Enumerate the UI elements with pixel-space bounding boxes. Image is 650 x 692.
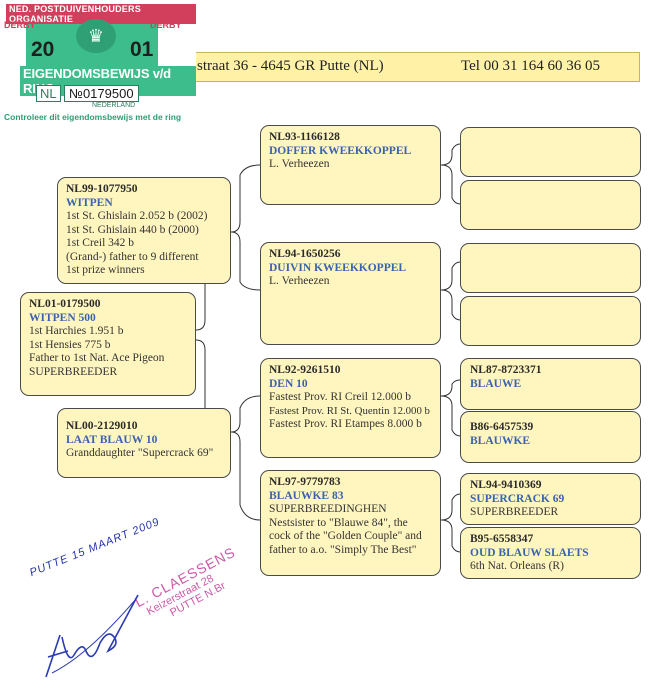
pigeon-name: WITPEN 500 — [29, 311, 96, 324]
pigeon-info: SUPERBREEDER — [470, 506, 559, 518]
pigeon-card-sire: NL99-1077950 WITPEN 1st St. Ghislain 2.0… — [57, 177, 231, 284]
pigeon-card-empty — [460, 180, 641, 230]
ring-number: NL94-9410369 — [470, 479, 542, 491]
pigeon-card-g8: B95-6558347 OUD BLAUW SLAETS 6th Nat. Or… — [460, 527, 641, 579]
pigeon-name: DOFFER KWEEKKOPPEL — [269, 144, 412, 157]
address-bar: straat 36 - 4645 GR Putte (NL) Tel 00 31… — [186, 52, 640, 82]
pigeon-info: 1st Hensies 775 b — [29, 338, 111, 351]
pigeon-card-g6: B86-6457539 BLAUWKE — [460, 411, 641, 463]
ring-certificate: NED. POSTDUIVENHOUDERS ORGANISATIE DERBY… — [0, 0, 196, 124]
certificate-year-right: 01 — [130, 38, 154, 61]
ring-number: NL00-2129010 — [66, 420, 138, 432]
pigeon-card-dam-sire: NL92-9261510 DEN 10 Fastest Prov. RI Cre… — [260, 358, 441, 458]
pigeon-info: Fastest Prov. RI St. Quentin 12.000 b — [269, 404, 430, 417]
certificate-country-code: NL — [36, 85, 61, 102]
certificate-year-left: 20 — [31, 38, 55, 61]
ring-number: B86-6457539 — [470, 421, 534, 433]
pigeon-card-subject: NL01-0179500 WITPEN 500 1st Harchies 1.9… — [20, 292, 196, 396]
pigeon-info: 1st St. Ghislain 2.052 b (2002) — [66, 210, 208, 222]
pigeon-name: BLAUWKE — [470, 434, 531, 447]
pigeon-name: BLAUWE — [470, 377, 522, 390]
certificate-derby-right: DERBY — [150, 20, 182, 30]
pigeon-card-empty — [460, 243, 641, 293]
pigeon-info: Fastest Prov. RI Creil 12.000 b — [269, 391, 412, 403]
address-text: straat 36 - 4645 GR Putte (NL) — [197, 58, 384, 74]
pigeon-info: L. Verheezen — [269, 275, 330, 287]
pigeon-info: Nestsister to "Blauwe 84", the — [269, 516, 408, 529]
pigeon-info: father to a.o. "Simply The Best" — [269, 543, 417, 556]
ring-number: NL97-9779783 — [269, 476, 341, 488]
certificate-control-text: Controleer dit eigendomsbewijs met de ri… — [4, 112, 182, 122]
pigeon-card-dam: NL00-2129010 LAAT BLAUW 10 Granddaughter… — [57, 408, 231, 478]
pigeon-name: DEN 10 — [269, 377, 308, 390]
pigeon-info: Granddaughter "Supercrack 69" — [66, 447, 214, 459]
pigeon-name: OUD BLAUW SLAETS — [470, 546, 589, 559]
certificate-org: NED. POSTDUIVENHOUDERS ORGANISATIE — [6, 4, 196, 24]
ring-number: NL92-9261510 — [269, 364, 341, 376]
pigeon-card-g7: NL94-9410369 SUPERCRACK 69 SUPERBREEDER — [460, 473, 641, 525]
pigeon-info: SUPERBREEDER — [29, 365, 118, 378]
pigeon-info: cock of the "Golden Couple" and — [269, 530, 422, 542]
pigeon-info: 1st prize winners — [66, 264, 145, 276]
ring-number: B95-6558347 — [470, 533, 534, 545]
ring-number: NL87-8723371 — [470, 364, 542, 376]
pigeon-card-empty — [460, 296, 641, 346]
pigeon-card-sire-sire: NL93-1166128 DOFFER KWEEKKOPPEL L. Verhe… — [260, 125, 441, 205]
lion-emblem-icon: ♛ — [76, 19, 116, 53]
pigeon-name: DUIVIN KWEEKKOPPEL — [269, 261, 407, 274]
pigeon-name: LAAT BLAUW 10 — [66, 433, 158, 446]
certificate-ring-number: №0179500 — [64, 85, 139, 102]
telephone-text: Tel 00 31 164 60 36 05 — [461, 58, 600, 74]
pigeon-info: L. Verheezen — [269, 158, 330, 170]
pigeon-name: WITPEN — [66, 196, 113, 209]
pigeon-info: SUPERBREEDINGHEN — [269, 503, 387, 515]
certificate-country: NEDERLAND — [92, 102, 136, 109]
pigeon-card-dam-dam: NL97-9779783 BLAUWKE 83 SUPERBREEDINGHEN… — [260, 470, 441, 576]
pigeon-name: SUPERCRACK 69 — [470, 492, 565, 505]
certificate-derby-left: DERBY — [4, 20, 36, 30]
signature-icon — [45, 594, 139, 678]
pigeon-name: BLAUWKE 83 — [269, 489, 344, 502]
pigeon-card-sire-dam: NL94-1650256 DUIVIN KWEEKKOPPEL L. Verhe… — [260, 242, 441, 345]
ring-number: NL93-1166128 — [269, 131, 340, 143]
pigeon-info: 1st Creil 342 b — [66, 237, 135, 249]
ring-number: NL99-1077950 — [66, 183, 138, 195]
pigeon-card-empty — [460, 127, 641, 177]
ring-number: NL94-1650256 — [269, 248, 341, 260]
pigeon-info: Father to 1st Nat. Ace Pigeon — [29, 352, 165, 364]
pigeon-card-g5: NL87-8723371 BLAUWE — [460, 358, 641, 410]
pigeon-info: 1st St. Ghislain 440 b (2000) — [66, 223, 199, 236]
ring-number: NL01-0179500 — [29, 298, 101, 310]
pigeon-info: (Grand-) father to 9 different — [66, 250, 199, 263]
pigeon-info: 6th Nat. Orleans (R) — [470, 560, 564, 572]
pigeon-info: 1st Harchies 1.951 b — [29, 325, 124, 337]
pigeon-info: Fastest Prov. RI Etampes 8.000 b — [269, 418, 422, 430]
